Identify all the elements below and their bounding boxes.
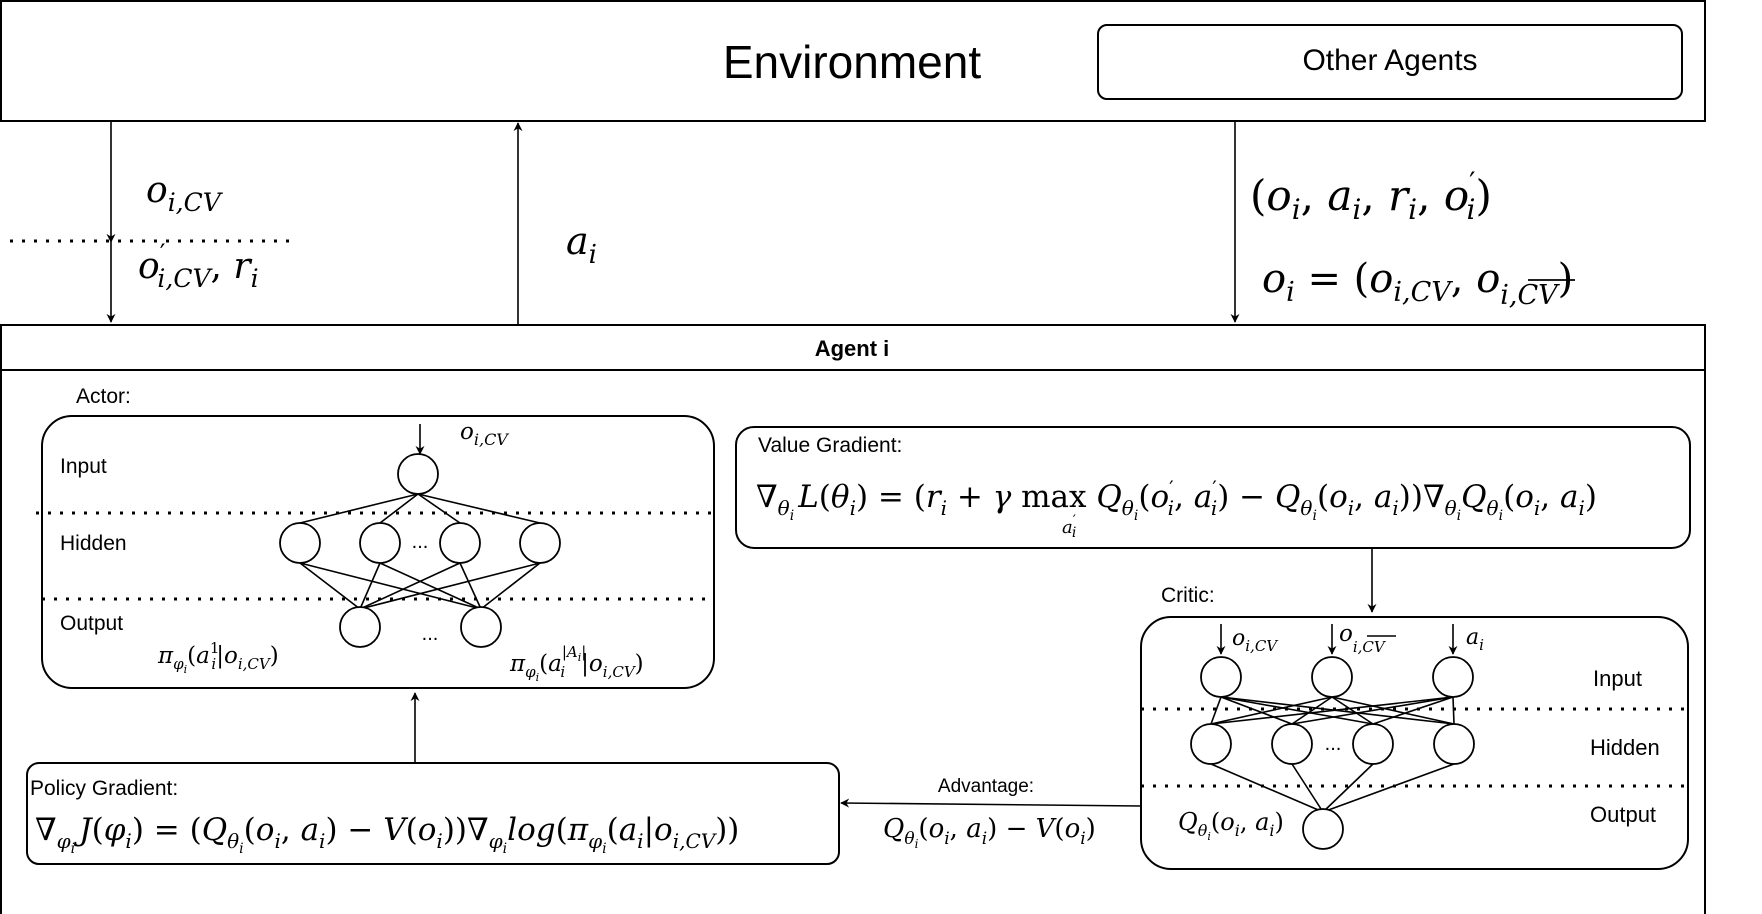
critic-layer-input: Input [1593, 666, 1642, 691]
critic-input-neuron [1200, 656, 1242, 698]
critic-input-neuron [1432, 656, 1474, 698]
environment-title: Environment [723, 36, 981, 88]
actor-network-box: Input Hidden Output oi,CV [36, 415, 715, 689]
svg-text:oi,CV: oi,CV [1232, 626, 1279, 655]
actor-hidden-neuron [519, 522, 561, 564]
critic-hidden-neuron [1433, 723, 1475, 765]
critic-network-box: Input Hidden Output oi,CV oi,CV ai [1140, 616, 1690, 870]
svg-text:(oi, ai, ri, o′i): (oi, ai, ri, o′i) [1250, 166, 1492, 226]
actor-label: Actor: [76, 385, 131, 408]
value-gradient-box: Value Gradient: ∇θiL(θi) = (ri + γ max Q… [735, 426, 1691, 549]
actor-layer-hidden: Hidden [60, 532, 127, 555]
actor-output-neuron [339, 606, 381, 648]
observation-definition-label: oi = (oi,CV, oi,CV) [1262, 256, 1575, 311]
obs-cv-label: oi,CV [146, 170, 224, 217]
actor-hidden-neuron [359, 522, 401, 564]
critic-input-neuron [1311, 656, 1353, 698]
critic-edges [1210, 696, 1455, 813]
agent-title: Agent i [815, 336, 890, 361]
policy-gradient-label: Policy Gradient: [30, 777, 178, 800]
actor-hidden-neuron [279, 522, 321, 564]
critic-input-obs-cv: oi,CV [1232, 626, 1279, 655]
critic-layer-output: Output [1590, 802, 1656, 827]
svg-text:a′i: a′i [1062, 513, 1076, 541]
critic-label: Critic: [1161, 584, 1215, 607]
advantage-label: Advantage: [938, 776, 1034, 797]
transition-tuple-label: (oi, ai, ri, o′i) [1250, 166, 1492, 226]
svg-text:o′i,CV, ri: o′i,CV, ri [138, 239, 259, 293]
actor-hidden-neuron [439, 522, 481, 564]
critic-hidden-neuron [1190, 723, 1232, 765]
critic-hidden-neuron [1271, 723, 1313, 765]
actor-input-neuron [397, 453, 439, 495]
svg-text:ai: ai [566, 219, 597, 270]
other-agents-box: Other Agents [1097, 24, 1683, 100]
advantage-arrow [840, 798, 1142, 808]
critic-hidden-ellipsis: ... [1325, 733, 1342, 755]
next-obs-reward-label: o′i,CV, ri [138, 239, 259, 293]
actor-output-ellipsis: ... [422, 623, 439, 645]
policy-gradient-box: Policy Gradient: ∇φiJ(φi) = (Qθi(oi, ai)… [26, 762, 840, 865]
actor-layer-output: Output [60, 612, 123, 635]
actor-edges [299, 493, 541, 610]
critic-output-neuron [1302, 808, 1344, 850]
other-agents-label: Other Agents [1302, 44, 1477, 77]
action-label: ai [566, 219, 597, 270]
actor-hidden-ellipsis: ... [412, 531, 429, 553]
svg-text:oi = (oi,CV, oi,CV): oi = (oi,CV, oi,CV) [1262, 256, 1573, 311]
actor-output-neuron [460, 606, 502, 648]
svg-text:oi,CV: oi,CV [146, 170, 224, 217]
actor-layer-input: Input [60, 455, 107, 478]
value-gradient-label: Value Gradient: [758, 434, 902, 457]
critic-layer-hidden: Hidden [1590, 735, 1660, 760]
critic-hidden-neuron [1352, 723, 1394, 765]
